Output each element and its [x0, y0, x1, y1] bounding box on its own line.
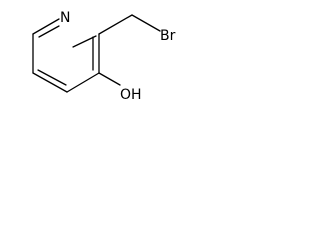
bond-c6-n [32, 18, 60, 35]
bond-c3-oh [98, 72, 121, 86]
structure-canvas: N Br OH [0, 0, 195, 127]
bond-c6-n-inner [38, 25, 60, 38]
nitrogen-atom-label: N [60, 10, 70, 26]
bond-c4-c5-inner [37, 69, 67, 86]
bond-ch2-br [131, 14, 161, 32]
bromine-atom-label: Br [160, 28, 176, 44]
bond-n-c2 [72, 35, 97, 48]
bond-c2-ch2 [98, 14, 133, 35]
molecule-structure: N Br OH [32, 10, 176, 103]
bond-c3-c4 [66, 72, 100, 93]
hydroxyl-atom-label: OH [120, 87, 142, 103]
bond-c4-c5 [32, 72, 68, 93]
